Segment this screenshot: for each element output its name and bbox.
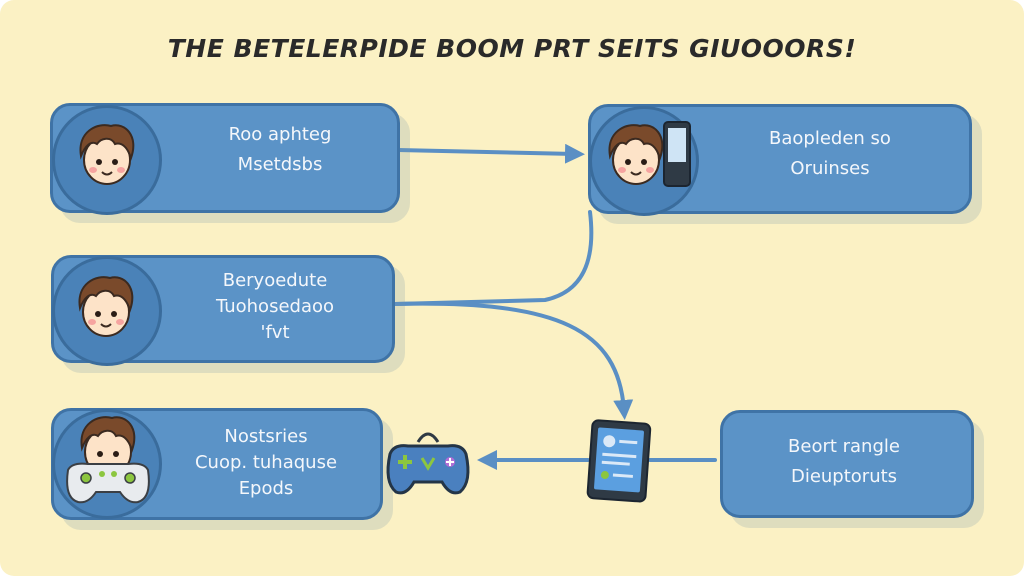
card-2-line-2: Oruinses	[790, 158, 870, 179]
card-2-text: Baopleden so Oruinses	[720, 124, 940, 184]
card-5-text: Beort rangle Dieuptoruts	[724, 432, 964, 492]
card-1-text: Roo aphteg Msetdsbs	[170, 120, 390, 180]
card-4-line-1: Nostsries	[224, 426, 308, 447]
card-4-text: Nostsries Cuop. tuhaquse Epods	[155, 424, 377, 502]
arrow-card1-to-card2	[396, 143, 585, 164]
card-5	[720, 410, 974, 518]
diagram-title: THE BETELERPIDE BOOM PRT SEITS GIUOOORS!	[167, 34, 857, 63]
card-4-line-2: Cuop. tuhaquse	[194, 452, 338, 473]
arrow-to-tablet	[393, 301, 634, 420]
card-2-line-1: Baopleden so	[769, 128, 891, 149]
card-3-line-2: Tuohosedaoo	[215, 296, 335, 317]
card-3-text: Beryoedute Tuohosedaoo 'fvt	[165, 268, 385, 346]
card-4-line-3: Epods	[238, 478, 294, 499]
card-3-line-1: Beryoedute	[222, 270, 328, 291]
card-5-line-1: Beort rangle	[788, 436, 900, 457]
card-1-line-1: Roo aphteg	[228, 124, 332, 145]
arrow-card2-down	[393, 210, 594, 306]
card-1-line-2: Msetdsbs	[237, 154, 323, 175]
card-5-line-2: Dieuptoruts	[790, 466, 898, 487]
card-3-line-3: 'fvt	[260, 322, 290, 343]
